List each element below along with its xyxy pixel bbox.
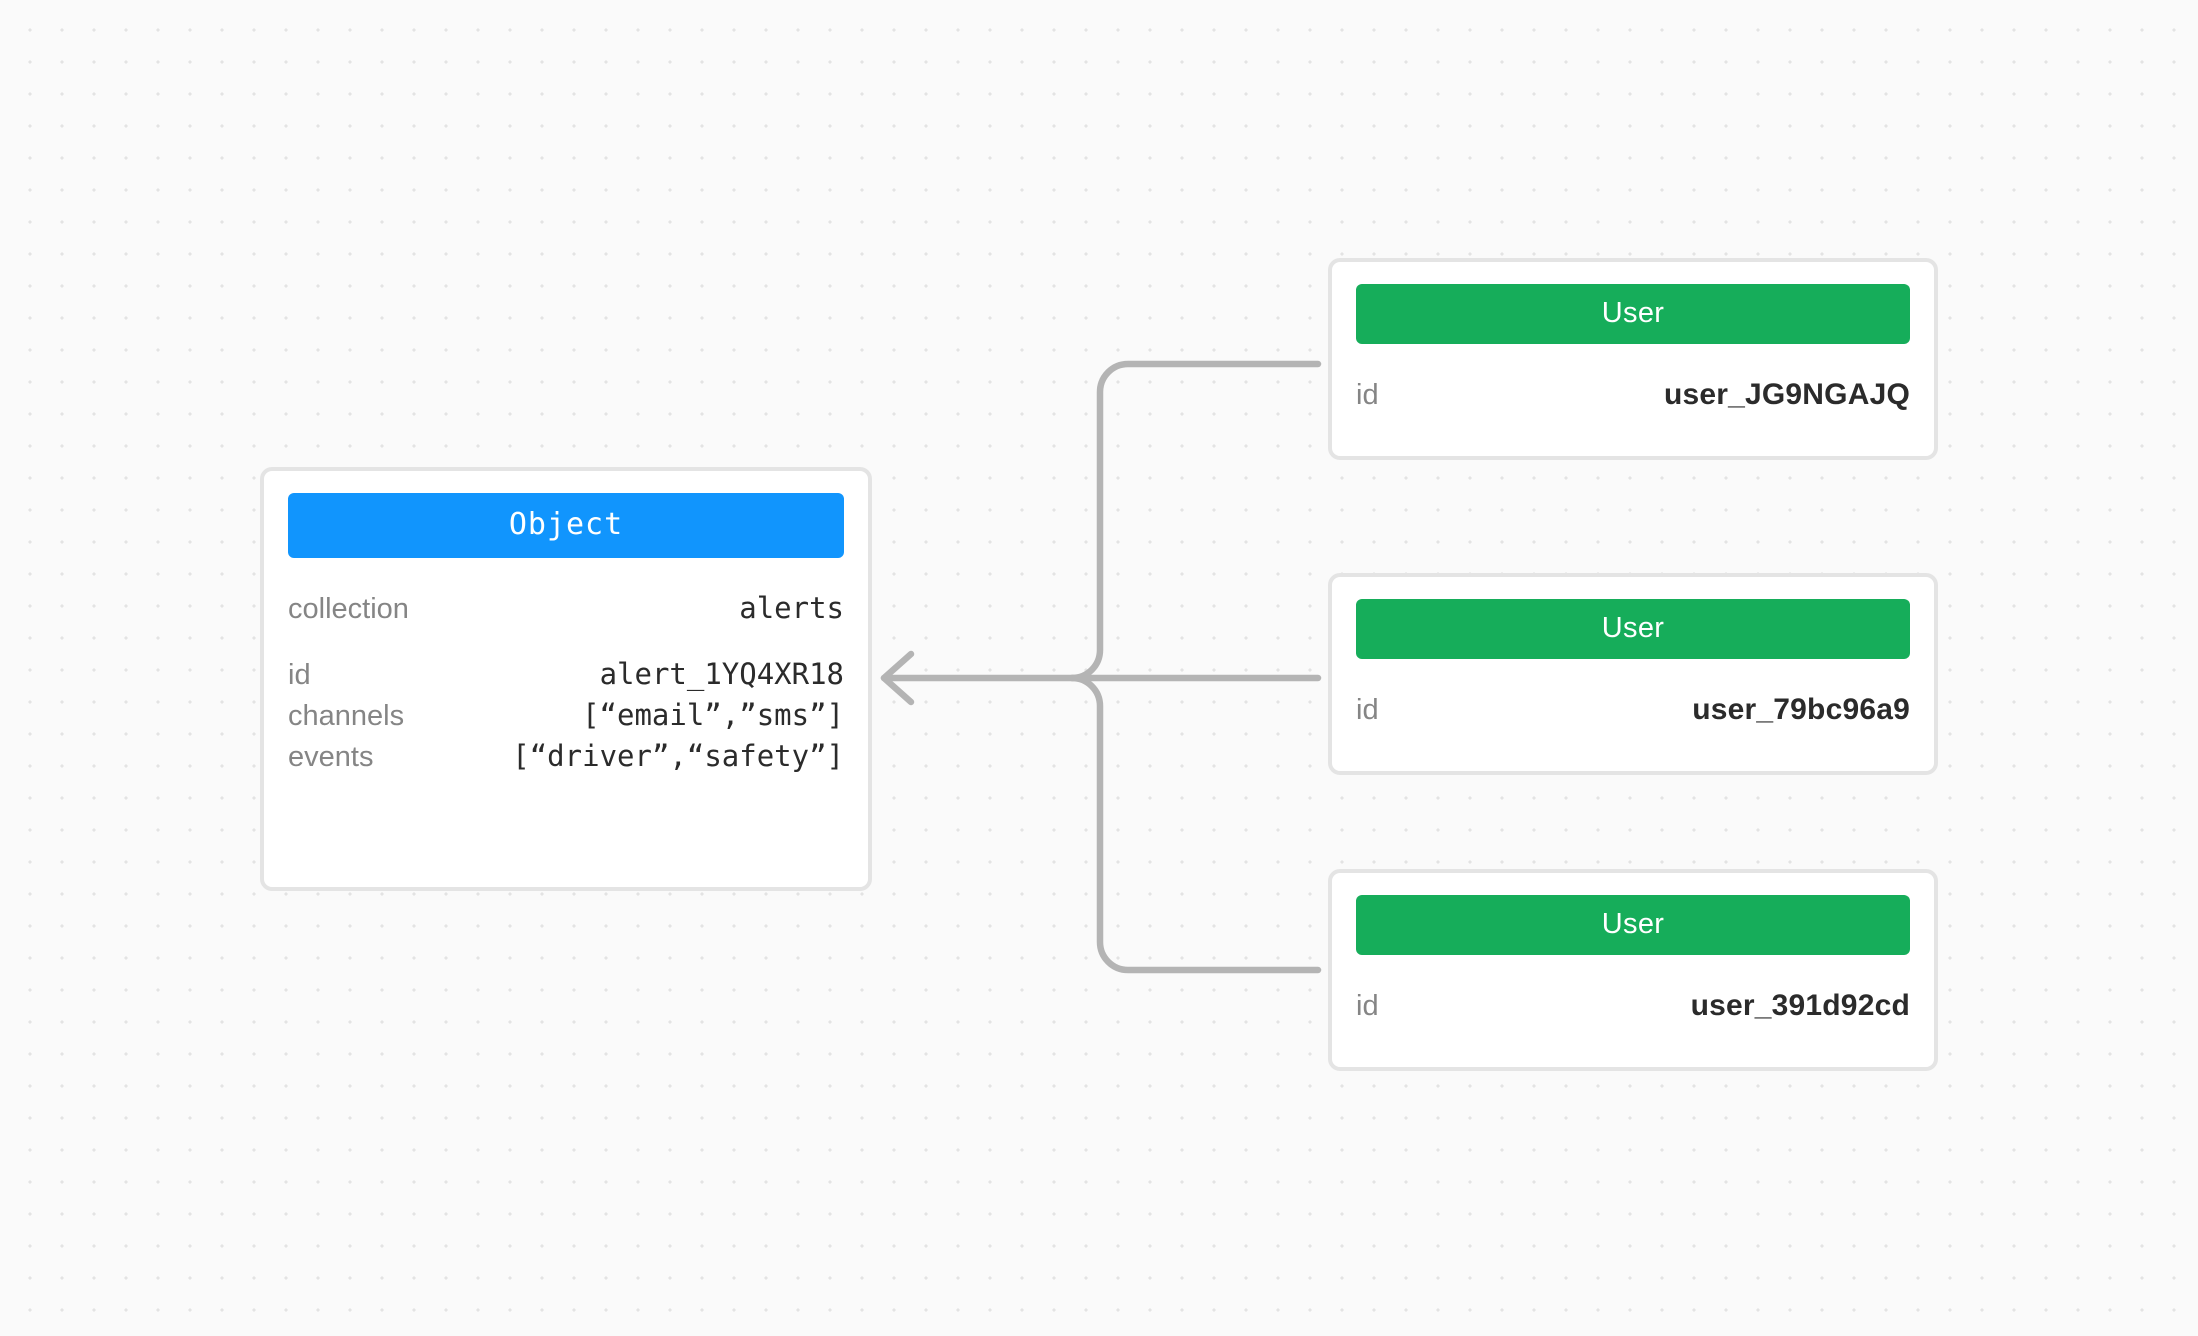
field-key: id (1356, 694, 1379, 726)
node-user-3[interactable]: User id user_391d92cd (1328, 869, 1938, 1071)
field-key: events (288, 741, 374, 774)
node-user-type-label: User (1356, 284, 1910, 344)
node-user-type-label: User (1356, 599, 1910, 659)
field-key: id (288, 659, 311, 692)
field-row-channels: channels [“email”,”sms”] (288, 695, 844, 736)
node-object[interactable]: Object collection alerts id alert_1YQ4XR… (260, 467, 872, 891)
node-user-fields: id user_79bc96a9 (1356, 689, 1910, 730)
field-row-collection: collection alerts (288, 588, 844, 629)
field-row-id: id alert_1YQ4XR18 (288, 654, 844, 695)
node-user-1[interactable]: User id user_JG9NGAJQ (1328, 258, 1938, 460)
field-separator (288, 629, 844, 654)
field-row-id: id user_391d92cd (1356, 985, 1910, 1026)
field-key: channels (288, 700, 405, 733)
edge-user3-to-object (1068, 674, 1322, 974)
edge-arrowhead-icon (880, 650, 915, 706)
field-value: [“email”,”sms”] (582, 698, 844, 733)
field-value: user_391d92cd (1690, 989, 1910, 1022)
field-key: id (1356, 990, 1379, 1022)
field-row-id: id user_JG9NGAJQ (1356, 374, 1910, 415)
field-value: user_JG9NGAJQ (1663, 378, 1910, 411)
node-object-type-label: Object (288, 493, 844, 558)
field-row-id: id user_79bc96a9 (1356, 689, 1910, 730)
field-value: alerts (739, 591, 844, 625)
node-user-fields: id user_JG9NGAJQ (1356, 374, 1910, 415)
node-user-type-label: User (1356, 895, 1910, 955)
field-key: id (1356, 379, 1379, 411)
field-value: alert_1YQ4XR18 (599, 657, 844, 692)
field-value: user_79bc96a9 (1692, 693, 1910, 726)
node-object-fields: collection alerts id alert_1YQ4XR18 chan… (288, 588, 844, 777)
edge-user1-to-object (1068, 360, 1322, 682)
field-key: collection (288, 593, 409, 625)
node-user-2[interactable]: User id user_79bc96a9 (1328, 573, 1938, 775)
node-user-fields: id user_391d92cd (1356, 985, 1910, 1026)
field-row-events: events [“driver”,“safety”] (288, 736, 844, 777)
field-value: [“driver”,“safety”] (512, 739, 844, 774)
